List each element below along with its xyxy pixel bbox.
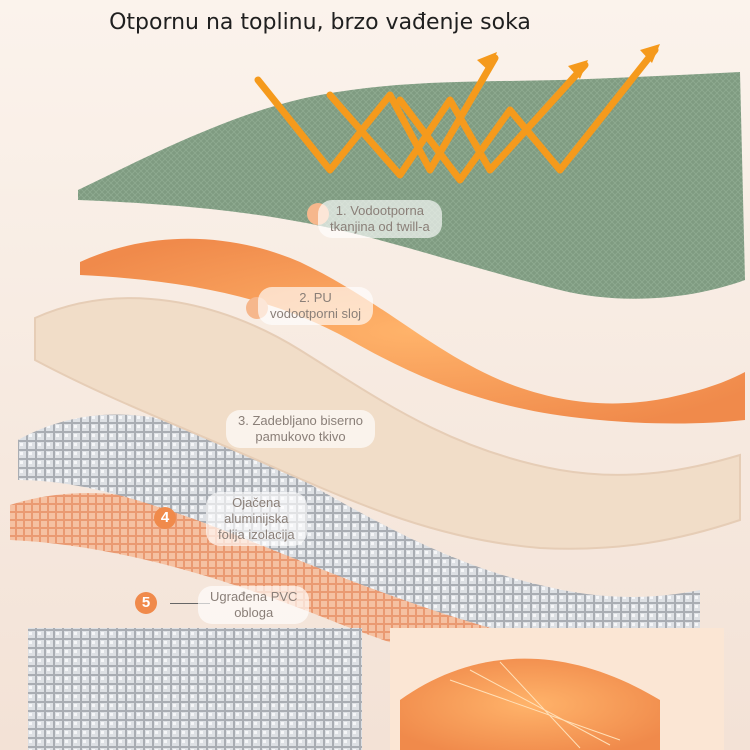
layer-2-label: 2. PU vodootporni sloj: [258, 287, 374, 325]
layer-4-badge: 4: [154, 507, 176, 529]
layer-4-label-line3: folija izolacija: [218, 527, 295, 542]
layer-5-badge: 5: [135, 592, 157, 614]
layer-5-label-line2: obloga: [234, 605, 274, 620]
layer-1-label: 1. Vodootporna tkanjina od twill-a: [318, 200, 442, 238]
cotton-layer: [34, 297, 741, 550]
layer-1-label-line2: tkanjina od twill-a: [330, 219, 430, 234]
layer-4-label-line1: Ojačena: [232, 495, 281, 510]
layer-3-label: 3. Zadebljano biserno pamukovo tkivo: [226, 410, 376, 448]
foil-closeup-image: [28, 628, 362, 750]
layer-2-label-line2: vodootporni sloj: [270, 306, 362, 321]
layer-2-label-line1: 2. PU: [299, 290, 332, 305]
aluminium-foil-layer: [18, 414, 700, 646]
layer-3-label-line1: 3. Zadebljano biserno: [238, 413, 364, 428]
layer-5-label: Ugrađena PVC obloga: [198, 586, 310, 624]
twill-fabric-layer: [78, 72, 745, 299]
layer-3-label-line2: pamukovo tkivo: [255, 429, 346, 444]
layer-4-label: Ojačena aluminijska folija izolacija: [206, 492, 307, 546]
layer-5-connector: [170, 603, 210, 604]
layer-4-label-line2: aluminijska: [224, 511, 289, 526]
layer-1-label-line1: 1. Vodootporna: [335, 203, 424, 218]
heat-wave-arrow-icon: [254, 46, 659, 184]
headline: Otpornu na toplinu, brzo vađenje soka: [109, 10, 531, 35]
layer-5-label-line1: Ugrađena PVC: [210, 589, 298, 604]
pu-waterproof-layer: [80, 238, 745, 424]
